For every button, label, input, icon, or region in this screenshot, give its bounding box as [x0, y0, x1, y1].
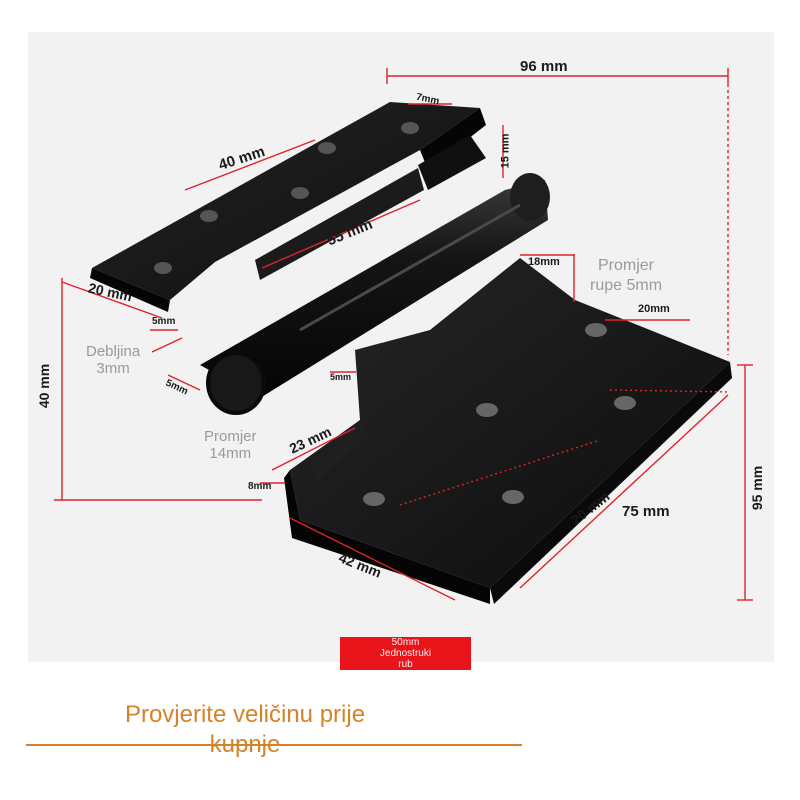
badge-line3: rub [398, 659, 413, 670]
dim-95: 95 mm [749, 465, 766, 511]
dimension-lines [54, 68, 753, 601]
upper-holes [154, 122, 419, 274]
badge-line1: 50mm [391, 637, 420, 648]
dim-40-height: 40 mm [36, 363, 53, 409]
lower-leaf [284, 258, 732, 604]
pin-note-line2: 14mm [209, 445, 252, 462]
badge-line2: Jednostruki [379, 648, 432, 659]
lower-holes [363, 323, 636, 506]
dim-5-mid: 5mm [330, 372, 352, 382]
dim-15: 15 mm [499, 133, 512, 169]
check-size-caption: Provjerite veličinu prije kupnje [80, 700, 410, 760]
pin-note-line1: Promjer [204, 428, 257, 445]
thickness-note-line1: Debljina [86, 343, 141, 360]
thickness-note: Debljina 3mm [86, 343, 140, 377]
caption-area [0, 662, 800, 800]
dim-75: 75 mm [622, 503, 670, 520]
thickness-note-line2: 3mm [96, 360, 130, 377]
thickness-pointer [151, 337, 183, 353]
single-edge-badge: 50mm Jednostruki rub [340, 637, 471, 670]
dim-20-right: 20mm [638, 303, 670, 315]
pin-diameter-note: Promjer 14mm [204, 428, 257, 462]
hinge-barrel [200, 173, 550, 415]
dim-8: 8mm [248, 481, 272, 492]
caption-line1: Provjerite veličinu prije [124, 701, 366, 728]
upper-leaf [90, 102, 486, 312]
hole-diameter-note: Promjer rupe 5mm [590, 256, 662, 296]
hole-note-line2: rupe 5mm [590, 277, 663, 294]
dim-width-96: 96 mm [520, 58, 568, 75]
dim-5-upper: 5mm [152, 316, 176, 327]
caption-underline [26, 744, 522, 746]
dim-18: 18mm [528, 256, 560, 268]
hole-note-line1: Promjer [598, 257, 655, 274]
